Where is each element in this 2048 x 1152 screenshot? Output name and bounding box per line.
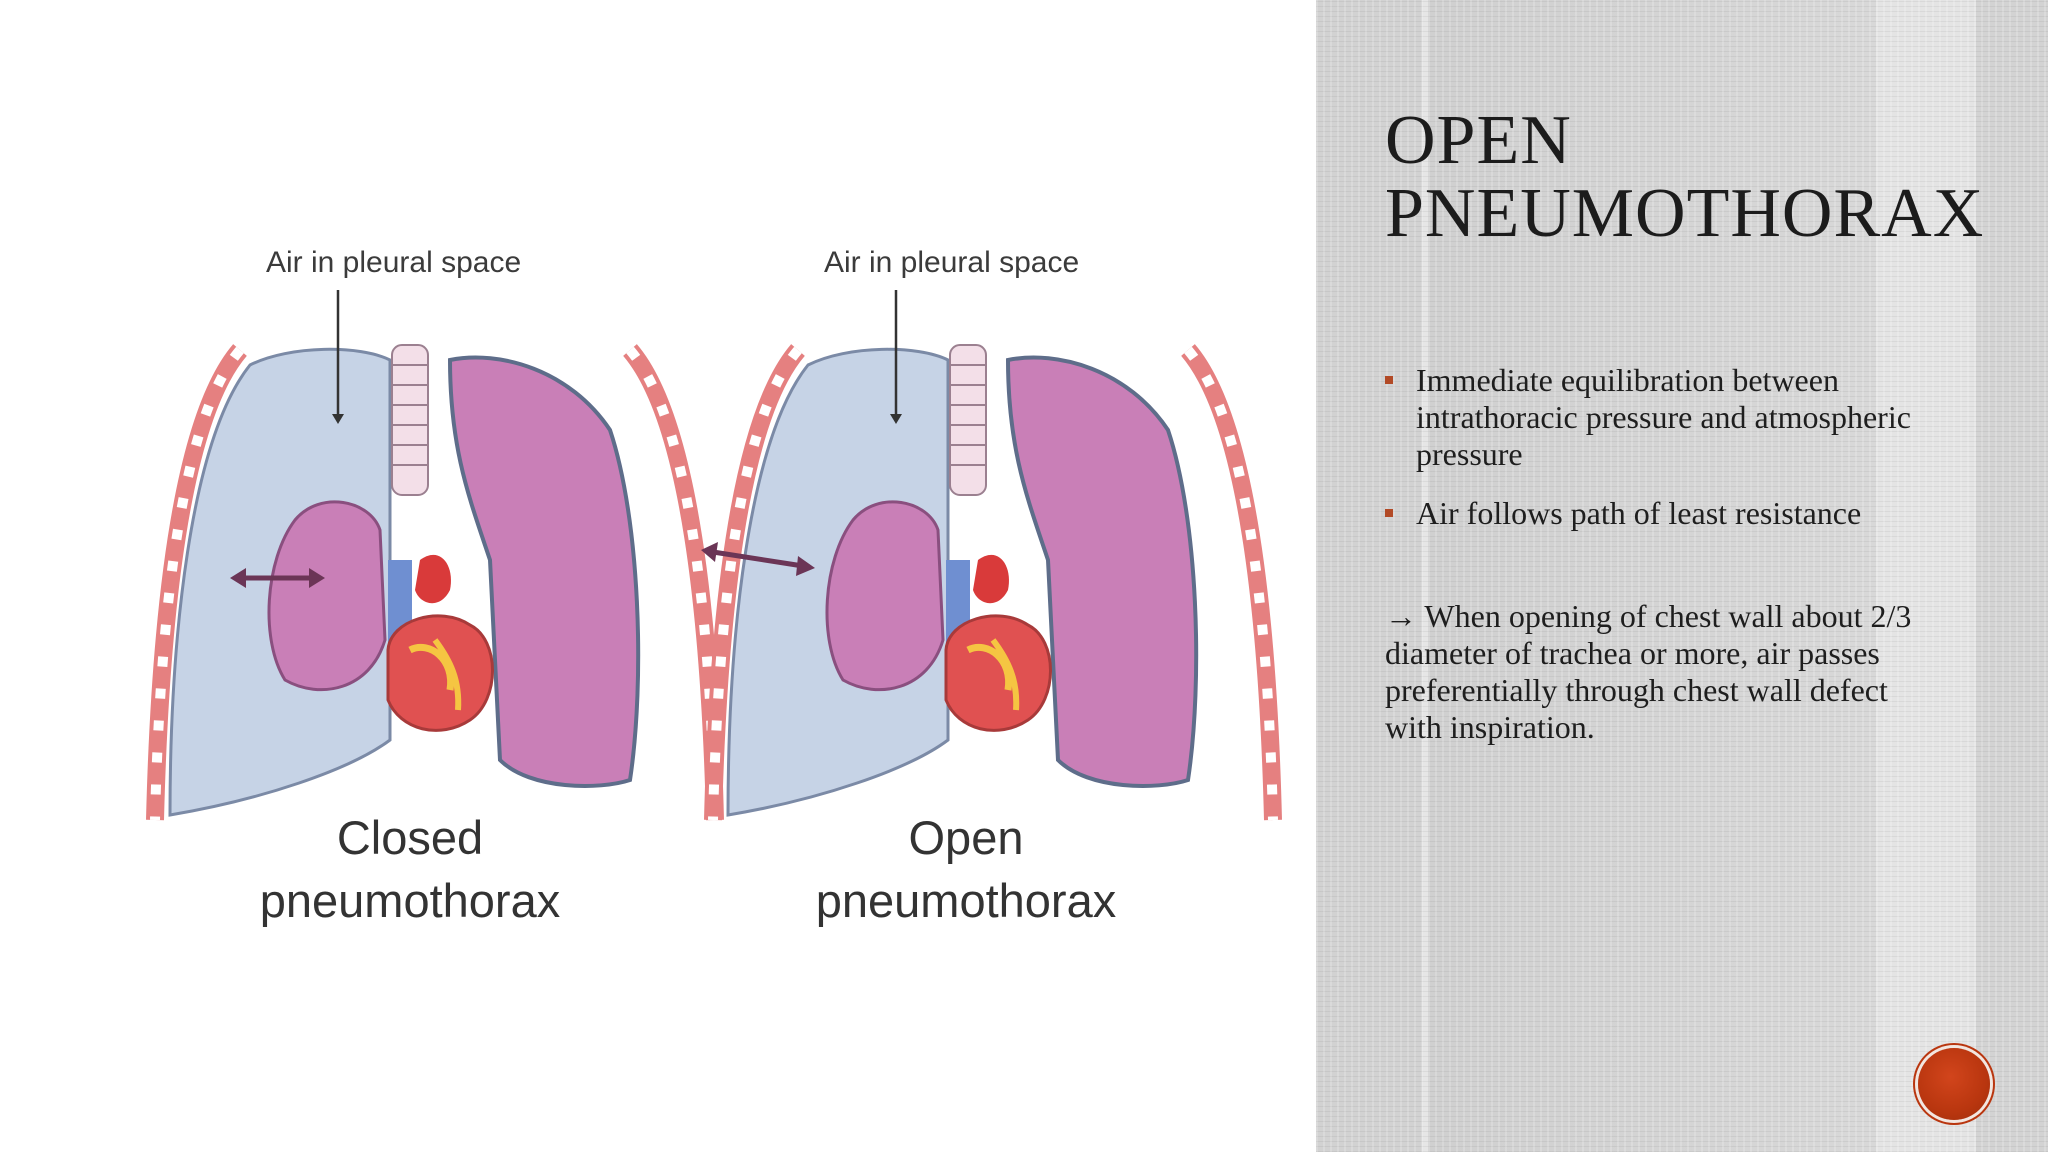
left-caption-line1: Closed — [336, 811, 484, 864]
closed-pneumothorax-figure — [155, 290, 715, 820]
pneumothorax-diagram — [0, 290, 1316, 1152]
bullet-text: Air follows path of least resistance — [1416, 495, 1862, 531]
square-bullet-icon — [1385, 509, 1393, 517]
slide-title: Open Pneumothorax — [1385, 102, 1985, 252]
bullet-item: Immediate equilibration between intratho… — [1385, 362, 1985, 473]
square-bullet-icon — [1385, 376, 1393, 384]
left-top-label: Air in pleural space — [266, 246, 522, 279]
right-top-label: Air in pleural space — [824, 246, 1080, 279]
right-caption-line2: pneumothorax — [815, 874, 1117, 927]
left-caption: Closed pneumothorax — [240, 806, 580, 932]
circle-button-icon[interactable] — [1918, 1048, 1990, 1120]
arrow-note: → When opening of chest wall about 2/3 d… — [1385, 598, 1912, 745]
pneumothorax-illustration: Air in pleural space Closed pneumothorax… — [0, 246, 1316, 1152]
bullet-text: Immediate equilibration between intratho… — [1416, 362, 1911, 472]
right-caption-line1: Open — [908, 811, 1024, 864]
text-panel — [1316, 0, 2048, 1152]
open-pneumothorax-figure — [701, 290, 1273, 820]
right-caption: Open pneumothorax — [796, 806, 1136, 932]
bullet-list: Immediate equilibration between intratho… — [1385, 362, 1985, 554]
bullet-item: Air follows path of least resistance — [1385, 495, 1985, 532]
left-caption-line2: pneumothorax — [259, 874, 561, 927]
